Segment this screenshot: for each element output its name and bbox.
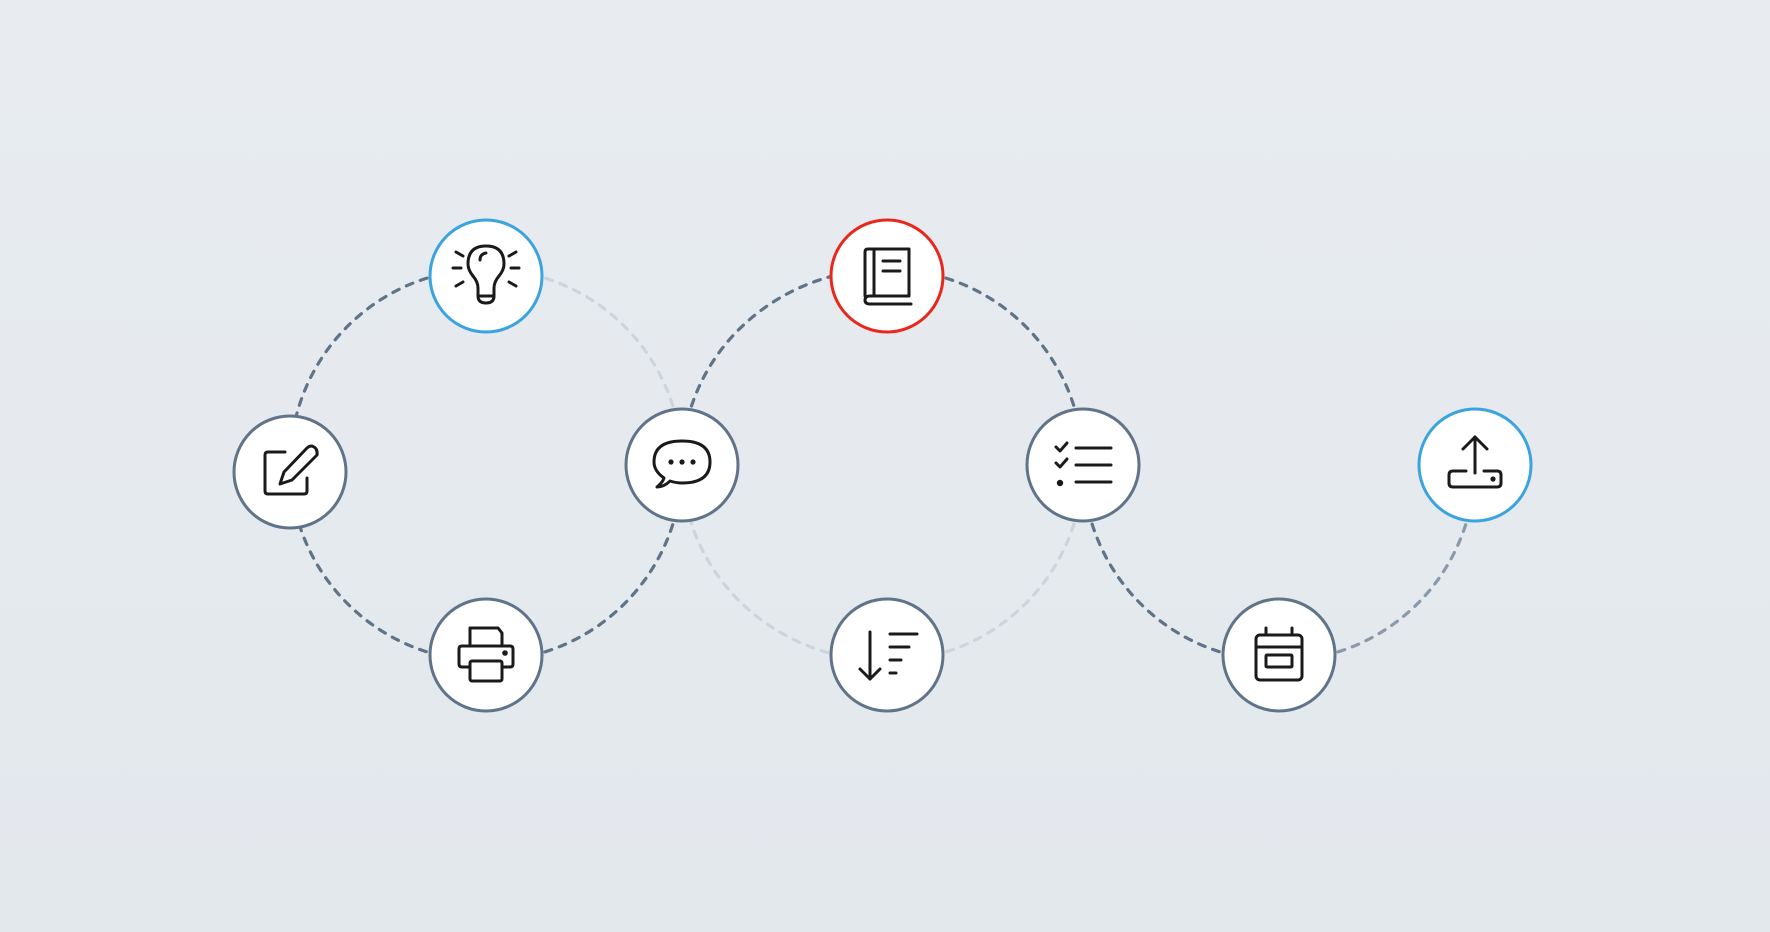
edit-icon — [263, 444, 319, 496]
node-book[interactable] — [829, 218, 945, 334]
node-upload[interactable] — [1417, 407, 1533, 523]
lightbulb-icon — [451, 244, 521, 305]
checklist-icon — [1054, 441, 1113, 487]
sort-descending-icon — [858, 630, 919, 681]
upload-icon — [1447, 435, 1503, 489]
node-print[interactable] — [428, 597, 544, 713]
printer-icon — [457, 626, 515, 683]
chat-bubble-icon — [652, 439, 712, 489]
node-checklist[interactable] — [1025, 407, 1141, 523]
node-sort[interactable] — [829, 597, 945, 713]
book-icon — [863, 247, 913, 306]
node-calendar[interactable] — [1221, 597, 1337, 713]
node-edit[interactable] — [232, 414, 348, 530]
calendar-icon — [1254, 626, 1304, 682]
node-idea[interactable] — [428, 218, 544, 334]
node-chat[interactable] — [624, 407, 740, 523]
